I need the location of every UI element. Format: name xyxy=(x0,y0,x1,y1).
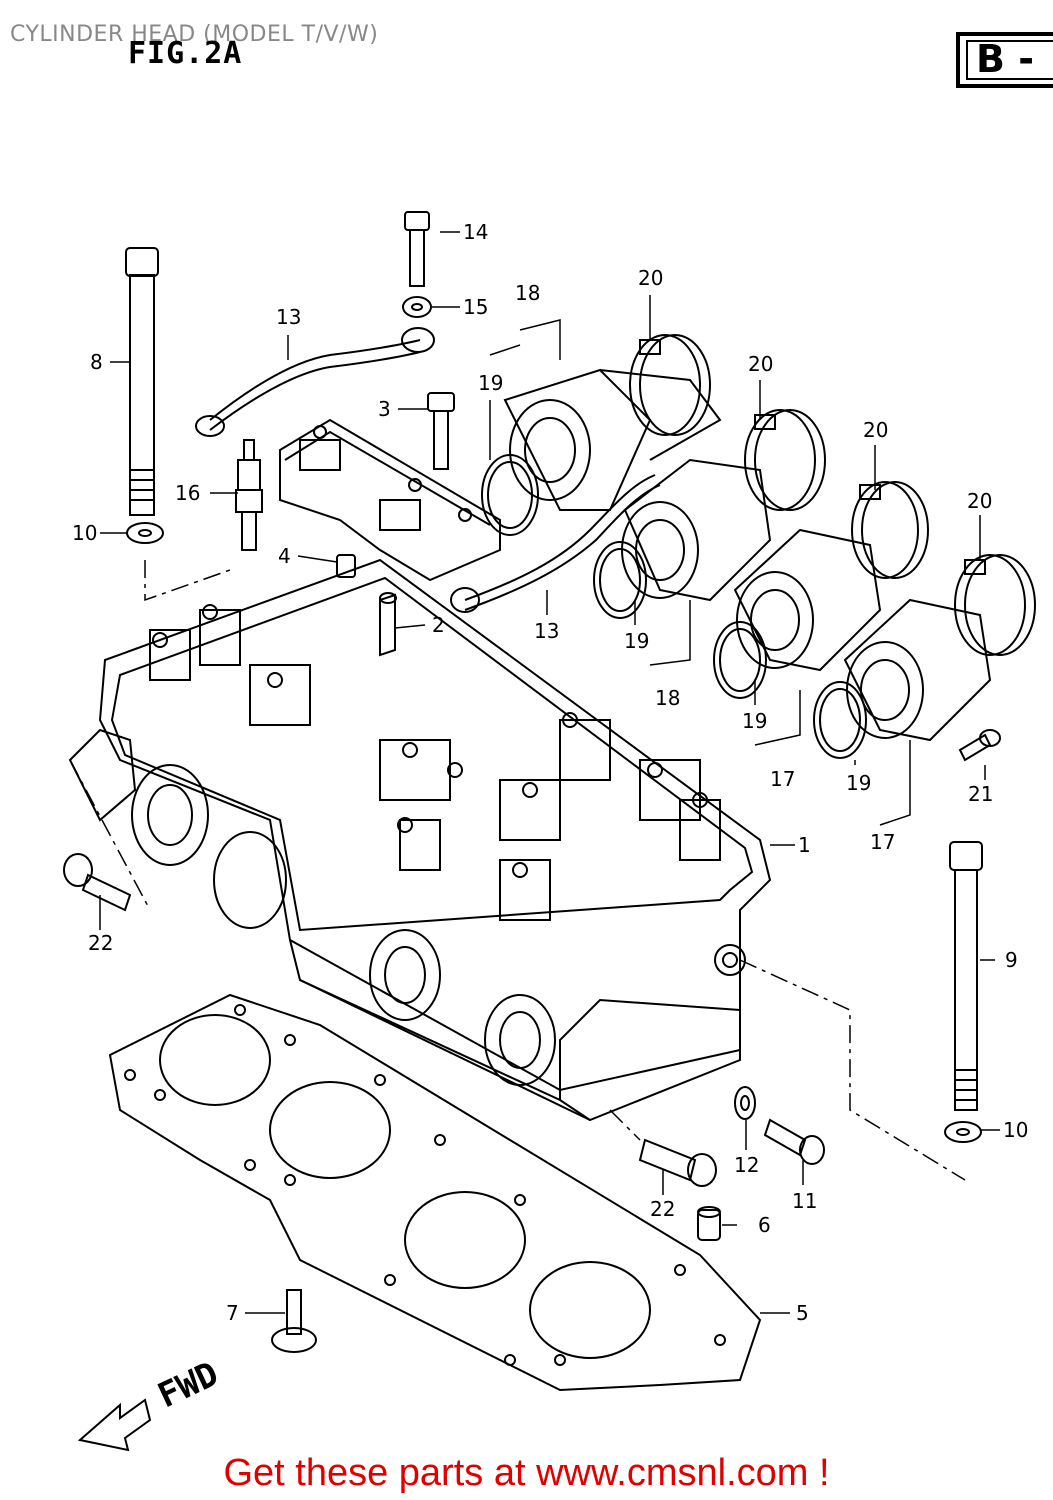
clamp-2 xyxy=(744,409,826,511)
callout-10-right: 10 xyxy=(1003,1118,1028,1142)
callout-19-a: 19 xyxy=(478,371,503,395)
forward-arrow xyxy=(77,1398,152,1452)
bolt-7 xyxy=(271,1289,317,1353)
callout-15: 15 xyxy=(463,295,488,319)
callout-17-a: 17 xyxy=(770,767,795,791)
callouts: 1 2 3 4 5 6 7 8 9 10 10 11 12 13 13 14 1… xyxy=(72,220,1028,1325)
callout-19-d: 19 xyxy=(846,771,871,795)
cylinder-head xyxy=(68,558,772,1122)
callout-5: 5 xyxy=(796,1301,809,1325)
callout-18-b: 18 xyxy=(655,686,680,710)
cam-holder xyxy=(279,418,501,582)
clamp-1 xyxy=(629,334,711,436)
dowel-pin-4 xyxy=(336,554,356,578)
callout-13-lower: 13 xyxy=(534,619,559,643)
stud-bolt-9 xyxy=(949,841,983,1111)
section-box-inner xyxy=(966,40,1053,80)
bolt-14 xyxy=(404,211,430,287)
callout-10-left: 10 xyxy=(72,521,97,545)
callout-1: 1 xyxy=(798,833,811,857)
stud-bolt-8 xyxy=(125,247,159,516)
callout-14: 14 xyxy=(463,220,488,244)
callout-21: 21 xyxy=(968,782,993,806)
callout-2: 2 xyxy=(432,613,445,637)
callout-12: 12 xyxy=(734,1153,759,1177)
section-label: B - xyxy=(976,37,1034,81)
o-ring-4 xyxy=(813,681,867,759)
o-ring-2 xyxy=(593,541,647,619)
dowel-pin-6 xyxy=(697,1206,721,1241)
callout-4: 4 xyxy=(278,544,291,568)
head-gasket xyxy=(108,993,762,1392)
callout-20-b: 20 xyxy=(748,352,773,376)
bolt-21 xyxy=(958,729,1001,762)
breather-hose-lower xyxy=(450,474,661,613)
section-box xyxy=(956,32,1053,88)
clamp-3 xyxy=(851,481,929,579)
intake-pipe-1 xyxy=(503,368,722,511)
callout-20-d: 20 xyxy=(967,489,992,513)
washer-15 xyxy=(402,296,432,318)
parts-shop-link[interactable]: Get these parts at www.cmsnl.com ! xyxy=(223,1452,830,1494)
callout-9: 9 xyxy=(1005,948,1018,972)
leader-lines xyxy=(99,231,1000,1314)
callout-7: 7 xyxy=(226,1301,239,1325)
callout-20-c: 20 xyxy=(863,418,888,442)
callout-22-left: 22 xyxy=(88,931,113,955)
intake-pipe-3 xyxy=(733,528,882,672)
callout-18-a: 18 xyxy=(515,281,540,305)
bolt-11 xyxy=(763,1118,825,1165)
breather-hose-upper xyxy=(195,327,435,437)
callout-22-right: 22 xyxy=(650,1197,675,1221)
callout-16: 16 xyxy=(175,481,200,505)
callout-20-a: 20 xyxy=(638,266,663,290)
washer-12 xyxy=(734,1086,756,1120)
clamp-4 xyxy=(954,554,1036,656)
washer-10-left xyxy=(126,522,164,544)
callout-19-c: 19 xyxy=(742,709,767,733)
callout-11: 11 xyxy=(792,1189,817,1213)
bolt-22-left xyxy=(63,853,132,912)
alignment-guides xyxy=(69,560,966,1181)
o-ring-3 xyxy=(713,621,767,699)
callout-8: 8 xyxy=(90,350,103,374)
bolt-3 xyxy=(427,392,455,470)
callout-6: 6 xyxy=(758,1213,771,1237)
callout-13-upper: 13 xyxy=(276,305,301,329)
callout-19-b: 19 xyxy=(624,629,649,653)
callout-17-b: 17 xyxy=(870,830,895,854)
callout-3: 3 xyxy=(378,397,391,421)
spark-plug xyxy=(235,439,263,551)
page-title: CYLINDER HEAD (MODEL T/V/W) xyxy=(10,22,379,47)
oil-jet-2 xyxy=(379,592,397,657)
o-ring-1 xyxy=(481,454,539,536)
figure-number: FIG.2A xyxy=(128,36,243,71)
bolt-22-right xyxy=(638,1138,717,1187)
washer-10-right xyxy=(944,1121,982,1143)
